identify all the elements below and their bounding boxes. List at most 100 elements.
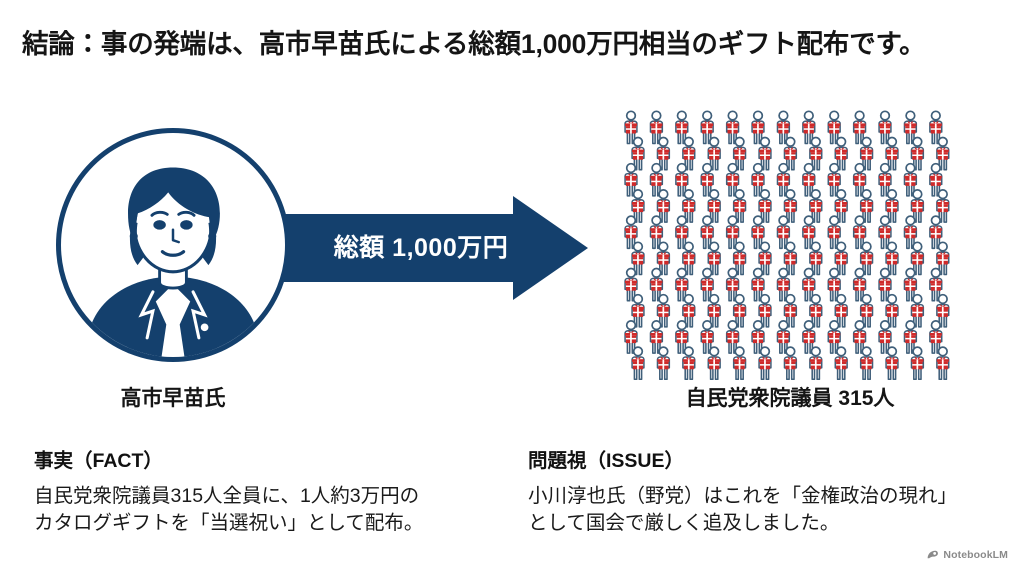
- gift-box-icon: [860, 199, 873, 213]
- gift-box-icon: [759, 252, 771, 265]
- gift-box-icon: [682, 357, 695, 370]
- gift-box-icon: [733, 199, 746, 213]
- gift-box-icon: [632, 252, 644, 265]
- gift-box-icon: [733, 357, 746, 370]
- gift-box-icon: [911, 304, 924, 317]
- person-with-gift-icon: [783, 189, 798, 223]
- gift-box-icon: [650, 330, 663, 344]
- gift-box-icon: [759, 147, 771, 160]
- gift-box-icon: [936, 199, 949, 213]
- gift-box-icon: [853, 226, 866, 239]
- gift-box-icon: [752, 330, 764, 344]
- person-with-gift-icon: [852, 320, 867, 354]
- gift-box-icon: [675, 121, 688, 134]
- person-with-gift-icon: [700, 267, 714, 302]
- fact-heading: 事実（FACT）: [34, 450, 163, 472]
- gift-box-icon: [632, 147, 644, 160]
- gift-box-icon: [701, 226, 714, 239]
- gift-box-icon: [828, 278, 841, 291]
- gift-box-icon: [733, 147, 746, 160]
- gift-box-icon: [726, 330, 739, 344]
- gift-box-icon: [752, 121, 764, 134]
- gift-box-icon: [657, 357, 670, 370]
- diet-members-label: 自民党衆院議員 315人: [685, 387, 895, 410]
- gift-box-icon: [625, 226, 637, 239]
- gift-box-icon: [708, 304, 721, 317]
- person-with-gift-icon: [649, 320, 664, 354]
- person-with-gift-icon: [656, 136, 671, 171]
- gift-box-icon: [733, 252, 746, 265]
- person-with-gift-icon: [732, 136, 747, 171]
- gift-box-icon: [726, 278, 739, 291]
- person-with-gift-icon: [776, 320, 791, 354]
- person-with-gift-icon: [885, 136, 899, 171]
- notebooklm-logo-icon: [926, 548, 939, 561]
- person-with-gift-icon: [910, 241, 925, 276]
- person-with-gift-icon: [631, 189, 645, 223]
- person-with-gift-icon: [675, 162, 689, 197]
- gift-box-icon: [929, 330, 942, 344]
- gift-box-icon: [726, 121, 739, 134]
- person-with-gift-icon: [700, 320, 714, 354]
- person-with-gift-icon: [834, 346, 848, 380]
- person-with-gift-icon: [903, 267, 918, 302]
- gift-box-icon: [911, 147, 924, 160]
- person-with-gift-icon: [649, 215, 664, 250]
- gift-box-icon: [682, 147, 695, 160]
- takaichi-portrait: [56, 128, 290, 362]
- person-with-gift-icon: [682, 346, 696, 380]
- person-with-gift-icon: [827, 320, 841, 354]
- gift-box-icon: [835, 147, 848, 160]
- issue-line-1: 小川淳也氏（野党）はこれを「金権政治の現れ」: [528, 484, 958, 507]
- gift-box-icon: [784, 252, 797, 265]
- person-with-gift-icon: [802, 320, 816, 354]
- gift-box-icon: [886, 147, 898, 160]
- person-with-gift-icon: [624, 110, 638, 145]
- person-with-gift-icon: [656, 346, 671, 380]
- fact-body: 自民党衆院議員315人全員に、1人約3万円の カタログギフトを「当選祝い」として…: [34, 483, 504, 538]
- gift-box-icon: [879, 173, 891, 186]
- gift-box-icon: [904, 121, 917, 134]
- person-with-gift-icon: [707, 293, 721, 328]
- person-with-gift-icon: [725, 215, 740, 250]
- person-with-gift-icon: [834, 293, 848, 328]
- person-with-gift-icon: [700, 162, 714, 197]
- gift-box-icon: [835, 357, 848, 370]
- person-with-gift-icon: [903, 110, 918, 145]
- person-with-gift-icon: [624, 320, 638, 354]
- gift-box-icon: [886, 304, 898, 317]
- gift-box-icon: [784, 199, 797, 213]
- person-with-gift-icon: [903, 215, 918, 250]
- person-with-gift-icon: [675, 320, 689, 354]
- gift-box-icon: [759, 304, 771, 317]
- person-with-gift-icon: [929, 162, 943, 197]
- person-with-gift-icon: [910, 293, 925, 328]
- person-with-gift-icon: [758, 293, 772, 328]
- gift-box-icon: [784, 147, 797, 160]
- person-with-gift-icon: [936, 189, 950, 223]
- person-with-gift-icon: [827, 267, 841, 302]
- gift-box-icon: [879, 330, 891, 344]
- gift-box-icon: [904, 330, 917, 344]
- person-with-gift-icon: [903, 320, 918, 354]
- person-with-gift-icon: [758, 241, 772, 276]
- gift-box-icon: [675, 278, 688, 291]
- person-with-gift-icon: [878, 110, 892, 145]
- notebooklm-watermark: NotebookLM: [926, 548, 1008, 561]
- gift-box-icon: [911, 357, 924, 370]
- person-with-gift-icon: [631, 293, 645, 328]
- person-with-gift-icon: [809, 293, 823, 328]
- person-with-gift-icon: [656, 293, 671, 328]
- person-with-gift-icon: [649, 162, 664, 197]
- gift-box-icon: [759, 357, 771, 370]
- gift-box-icon: [828, 330, 841, 344]
- gift-box-icon: [835, 252, 848, 265]
- gift-box-icon: [886, 357, 898, 370]
- fact-line-2: カタログギフトを「当選祝い」として配布。: [34, 512, 424, 535]
- person-with-gift-icon: [802, 215, 816, 250]
- person-with-gift-icon: [758, 189, 772, 223]
- gift-box-icon: [784, 304, 797, 317]
- person-with-gift-icon: [827, 162, 841, 197]
- person-with-gift-icon: [878, 320, 892, 354]
- gift-box-icon: [708, 252, 721, 265]
